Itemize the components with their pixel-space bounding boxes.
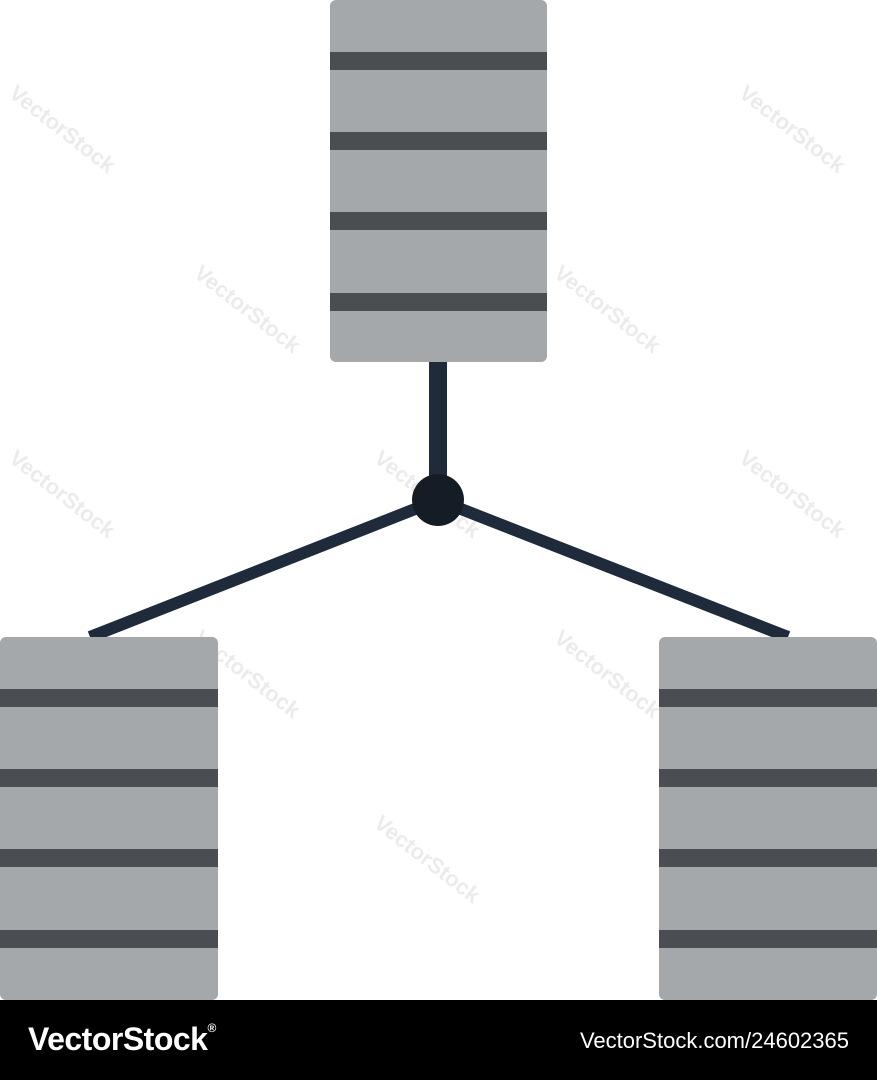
- connector-left: [87, 494, 441, 643]
- server-stripe: [0, 930, 218, 948]
- server-stripe: [330, 132, 547, 150]
- server-stripe: [659, 849, 877, 867]
- server-bottom-left: [0, 637, 218, 1000]
- server-stripe: [0, 849, 218, 867]
- footer-bar: VectorStock® VectorStock.com/24602365: [0, 1000, 877, 1080]
- server-stripe: [330, 52, 547, 70]
- server-stripe: [0, 689, 218, 707]
- server-stripe: [659, 769, 877, 787]
- network-hub: [412, 474, 464, 526]
- network-illustration: [0, 0, 877, 1000]
- server-stripe: [659, 689, 877, 707]
- footer-image-id: VectorStock.com/24602365: [579, 1028, 849, 1053]
- brand-name: VectorStock: [28, 1021, 208, 1057]
- server-bottom-right: [659, 637, 877, 1000]
- server-body: [0, 637, 218, 1000]
- server-top: [330, 0, 547, 362]
- connector-right: [435, 494, 791, 643]
- footer-brand-logo: VectorStock®: [28, 1021, 216, 1058]
- server-stripe: [330, 293, 547, 311]
- server-body: [659, 637, 877, 1000]
- server-stripe: [330, 212, 547, 230]
- registered-mark: ®: [207, 1021, 216, 1035]
- server-stripe: [659, 930, 877, 948]
- server-body: [330, 0, 547, 362]
- server-stripe: [0, 769, 218, 787]
